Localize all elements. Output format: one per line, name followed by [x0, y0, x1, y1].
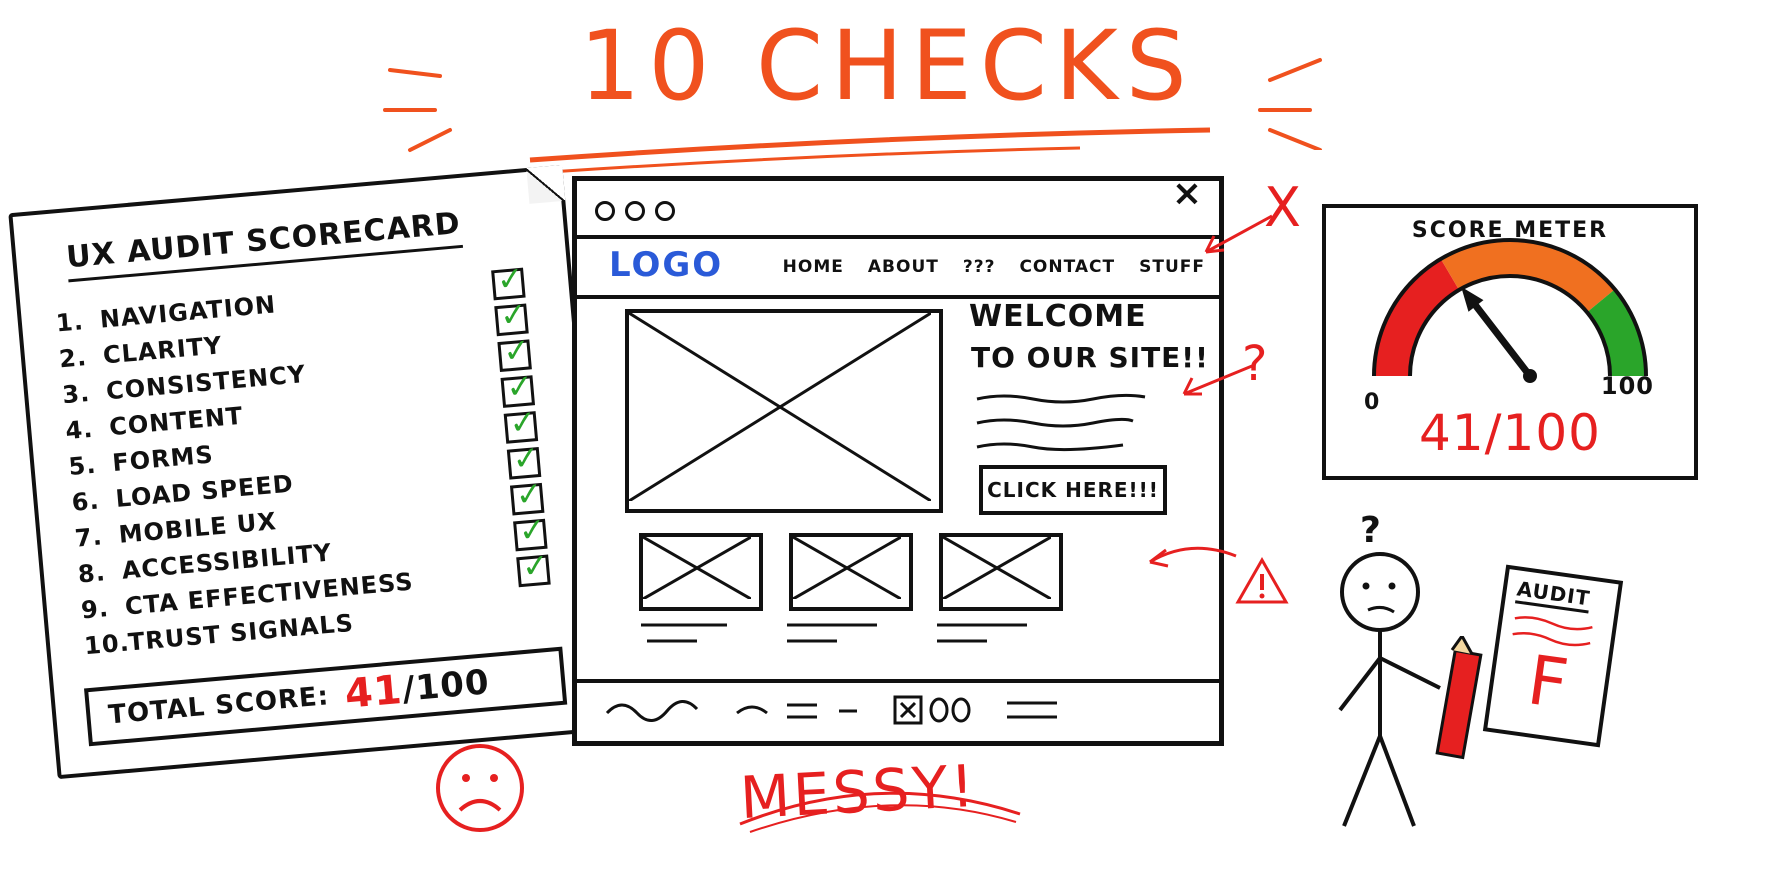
- scorecard-title: UX AUDIT SCORECARD: [64, 206, 463, 283]
- scribble-underline: [739, 791, 1021, 833]
- gauge-icon: [1372, 238, 1648, 383]
- check-icon: ✓: [498, 294, 530, 335]
- check-icon: ✓: [495, 258, 527, 299]
- thumbnail-placeholder: [639, 533, 763, 611]
- nav-item-stuff[interactable]: STUFF: [1139, 257, 1205, 277]
- gauge-segment-green: [1587, 289, 1645, 377]
- arrow-icon: [1149, 546, 1237, 568]
- arrow-icon: [1182, 364, 1253, 396]
- item-number: 9.: [79, 594, 111, 625]
- item-number: 8.: [76, 558, 108, 589]
- image-placeholder-icon: [642, 535, 752, 601]
- item-number: 3.: [61, 378, 92, 410]
- emphasis-lines-left: [383, 68, 452, 152]
- window-dot-icon: [625, 201, 645, 221]
- site-navbar: LOGO HOME ABOUT ??? CONTACT STUFF: [577, 239, 1219, 299]
- image-placeholder-icon: [628, 311, 932, 503]
- item-number: 5.: [67, 450, 98, 481]
- meter-max-label: 100: [1600, 372, 1654, 400]
- check-icon: ✓: [504, 366, 536, 407]
- gauge-needle: [1466, 294, 1534, 380]
- audit-grade: F: [1522, 641, 1574, 726]
- score-meter-panel: SCORE METER 0 100 41/100: [1322, 204, 1698, 480]
- check-icon: ✓: [511, 437, 543, 479]
- item-number: 2.: [58, 343, 89, 374]
- image-placeholder-icon: [792, 535, 902, 601]
- paper-fold-corner: [526, 164, 566, 204]
- thumbnail-placeholder: [939, 533, 1063, 611]
- welcome-subheading: TO OUR SITE!!: [971, 341, 1209, 374]
- check-icon: ✓: [501, 330, 533, 371]
- footer-content-placeholder: [605, 695, 1057, 725]
- text-lines-placeholder: [1512, 616, 1593, 647]
- welcome-heading: WELCOME: [969, 299, 1147, 334]
- total-score-box: TOTAL SCORE: 41 /100: [84, 646, 568, 747]
- text-lines-placeholder: [976, 393, 1146, 452]
- nav-item-contact[interactable]: CONTACT: [1019, 257, 1116, 277]
- stick-figure-icon: [1338, 552, 1441, 827]
- nav-item-unknown[interactable]: ???: [962, 257, 996, 277]
- ux-audit-scorecard: UX AUDIT SCORECARD 1.NAVIGATION✓ 2.CLARI…: [8, 164, 612, 780]
- warning-icon: [1235, 556, 1289, 604]
- browser-wireframe: × LOGO HOME ABOUT ??? CONTACT STUFF WELC…: [572, 173, 1224, 746]
- page-title: 10 CHECKS: [579, 10, 1195, 122]
- gauge-segment-red: [1375, 259, 1460, 377]
- pencil-icon: [1435, 636, 1483, 760]
- check-icon: ✓: [507, 402, 539, 443]
- total-score-value: 41: [342, 666, 405, 718]
- thumbnail-placeholder: [789, 533, 913, 611]
- check-icon: ✓: [514, 473, 546, 515]
- item-number: 4.: [64, 414, 95, 446]
- image-placeholder-icon: [942, 535, 1052, 601]
- total-score-max: /100: [400, 662, 492, 710]
- item-number: 10.: [83, 628, 131, 661]
- meter-score-value: 41/100: [1419, 404, 1601, 462]
- error-x-annotation: X: [1264, 176, 1301, 239]
- gauge-hub: [1523, 369, 1537, 383]
- nav-item-home[interactable]: HOME: [782, 257, 844, 277]
- emphasis-lines-right: [1258, 58, 1322, 150]
- site-footer: [577, 679, 1219, 741]
- gauge-outline: [1372, 238, 1648, 377]
- question-annotation: ?: [1242, 336, 1268, 392]
- gauge-outline: [1408, 274, 1612, 377]
- item-number: 6.: [70, 486, 101, 517]
- nav-links: HOME ABOUT ??? CONTACT STUFF: [783, 257, 1205, 277]
- needle-arrow-head: [1461, 286, 1484, 312]
- sad-face-icon: [436, 744, 524, 832]
- window-dot-icon: [595, 201, 615, 221]
- confused-question-mark: ?: [1360, 510, 1382, 551]
- title-underline: [529, 127, 1211, 174]
- item-number: 1.: [54, 307, 86, 338]
- hero-image-placeholder: [625, 309, 943, 513]
- total-score-label: TOTAL SCORE:: [107, 681, 331, 731]
- item-label: FORMS: [111, 440, 215, 478]
- window-dot-icon: [655, 201, 675, 221]
- site-logo[interactable]: LOGO: [609, 245, 724, 285]
- check-icon: ✓: [517, 509, 549, 550]
- audit-report-sheet: AUDIT F: [1482, 564, 1624, 748]
- browser-title-bar: ×: [577, 173, 1219, 239]
- checklist: 1.NAVIGATION✓ 2.CLARITY✓ 3.CONSISTENCY✓ …: [54, 259, 555, 665]
- caption-lines-placeholder: [641, 623, 1027, 643]
- audit-sheet-title: AUDIT: [1514, 576, 1592, 614]
- check-icon: ✓: [520, 545, 552, 586]
- nav-item-about[interactable]: ABOUT: [867, 257, 939, 277]
- arrow-icon: [1204, 214, 1273, 254]
- checkbox: ✓: [516, 546, 551, 588]
- gauge-segment-orange: [1441, 241, 1615, 312]
- close-icon[interactable]: ×: [1171, 173, 1203, 214]
- item-number: 7.: [73, 522, 104, 553]
- meter-min-label: 0: [1364, 390, 1381, 415]
- cta-button[interactable]: CLICK HERE!!!: [979, 465, 1167, 515]
